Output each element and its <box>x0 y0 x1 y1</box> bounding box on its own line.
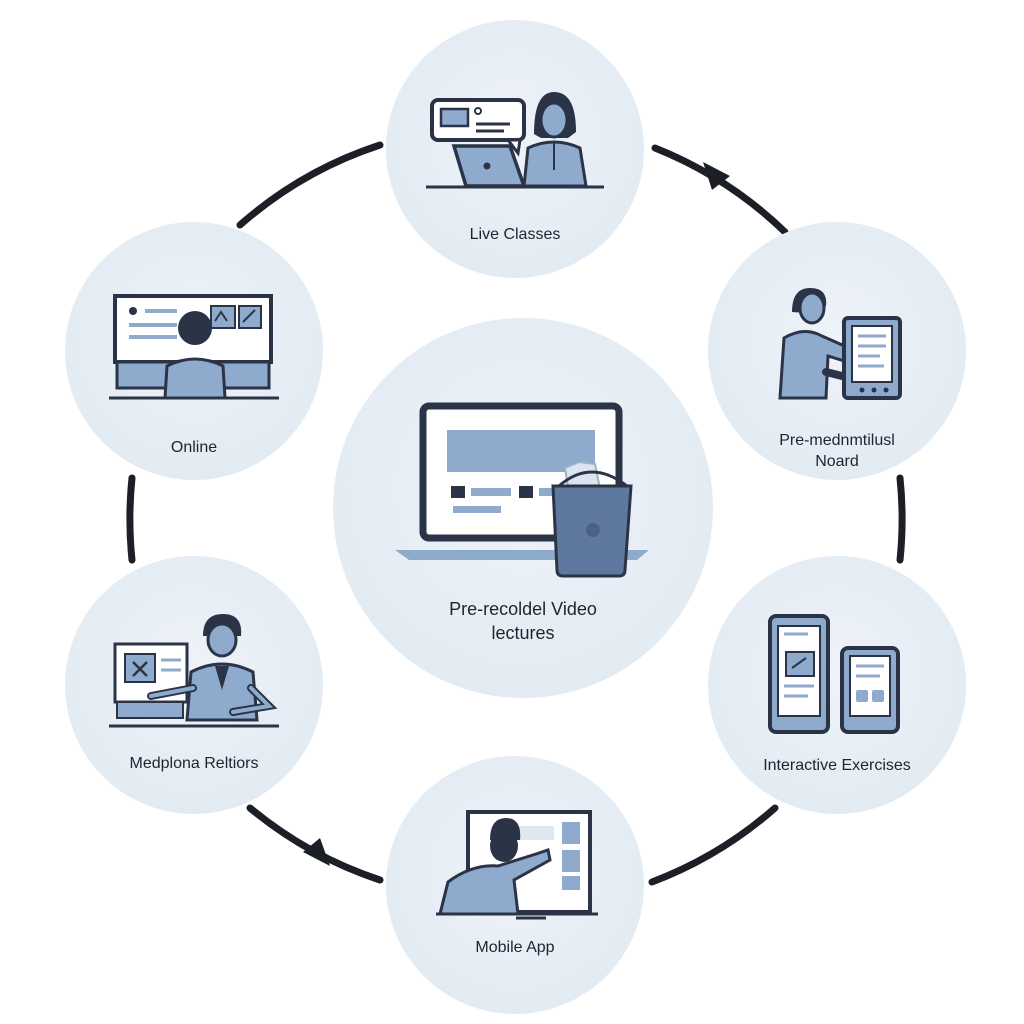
interactive-exercises-label: Interactive Exercises <box>763 757 911 774</box>
medplona-label: Medplona Reltiors <box>129 755 259 772</box>
devices-illustration <box>768 614 900 734</box>
mobile-app-label: Mobile App <box>475 939 555 956</box>
online-label: Online <box>170 439 218 456</box>
tutor-illustration <box>109 614 279 728</box>
node-online: Online <box>65 222 323 480</box>
online-illustration <box>109 294 279 400</box>
node-medplona-reltiors: Medplona Reltiors <box>65 556 323 814</box>
board-label-line-1: Pre-mednmtilusl <box>779 432 895 449</box>
live-classes-label: Live Classes <box>469 226 561 243</box>
live-class-illustration <box>426 92 604 189</box>
arrow-head-top-right <box>703 162 730 190</box>
node-board: Pre-mednmtilusl Noard <box>708 222 966 480</box>
video-label-line-1: Pre-recoldel Video <box>449 599 597 619</box>
node-live-classes: Live Classes <box>386 20 644 278</box>
mobile-app-illustration <box>436 810 598 920</box>
video-label-line-2: lectures <box>491 623 555 643</box>
video-lecture-illustration <box>395 402 649 578</box>
node-video-lectures: Pre-recoldel Video lectures <box>333 318 713 698</box>
node-mobile-app: Mobile App <box>386 756 644 1014</box>
node-interactive-exercises: Interactive Exercises <box>708 556 966 814</box>
board-label-line-2: Noard <box>815 453 859 470</box>
arrow-head-bottom-left <box>303 838 330 866</box>
board-illustration <box>778 288 902 400</box>
